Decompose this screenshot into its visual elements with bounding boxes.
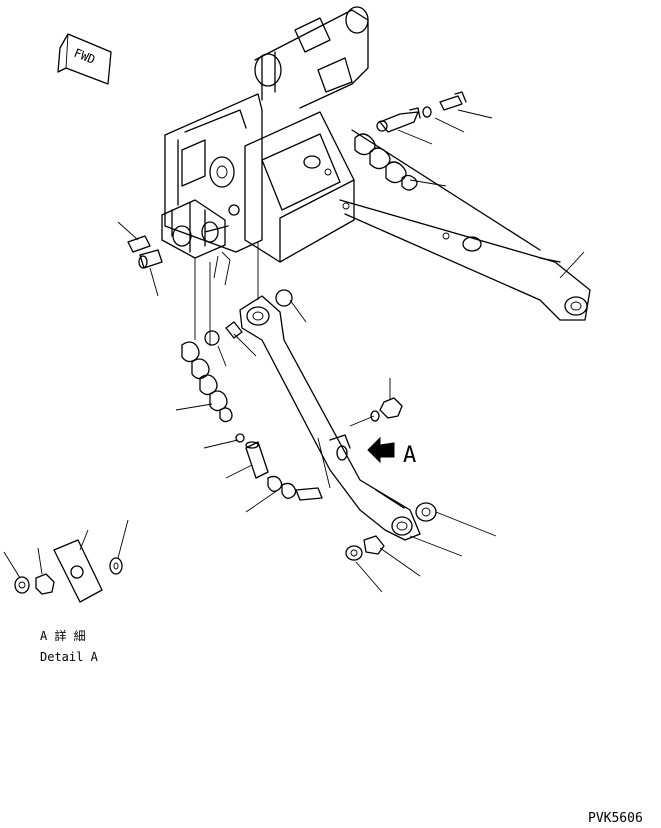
forward-label: FWD	[72, 46, 97, 67]
detail-a-arrow-icon: A	[367, 436, 416, 468]
frame-bracket	[161, 6, 591, 321]
turnbuckle	[245, 437, 331, 501]
left-pins	[127, 235, 163, 269]
lower-link	[239, 289, 421, 541]
detail-a-parts	[14, 539, 123, 603]
leader-lines	[3, 109, 585, 593]
forward-arrow-icon: FWD	[57, 33, 112, 85]
lower-chain	[181, 321, 245, 443]
detail-title-jp: A 詳 細	[40, 628, 86, 643]
upper-chain	[354, 133, 418, 191]
nut-washer	[370, 397, 403, 422]
upper-pin	[376, 91, 467, 133]
lower-washers	[345, 502, 437, 561]
alignment-guides	[194, 242, 259, 346]
detail-title-en: Detail A	[40, 650, 99, 664]
detail-marker: A	[403, 443, 416, 468]
drawing-code: PVK5606	[588, 811, 643, 826]
